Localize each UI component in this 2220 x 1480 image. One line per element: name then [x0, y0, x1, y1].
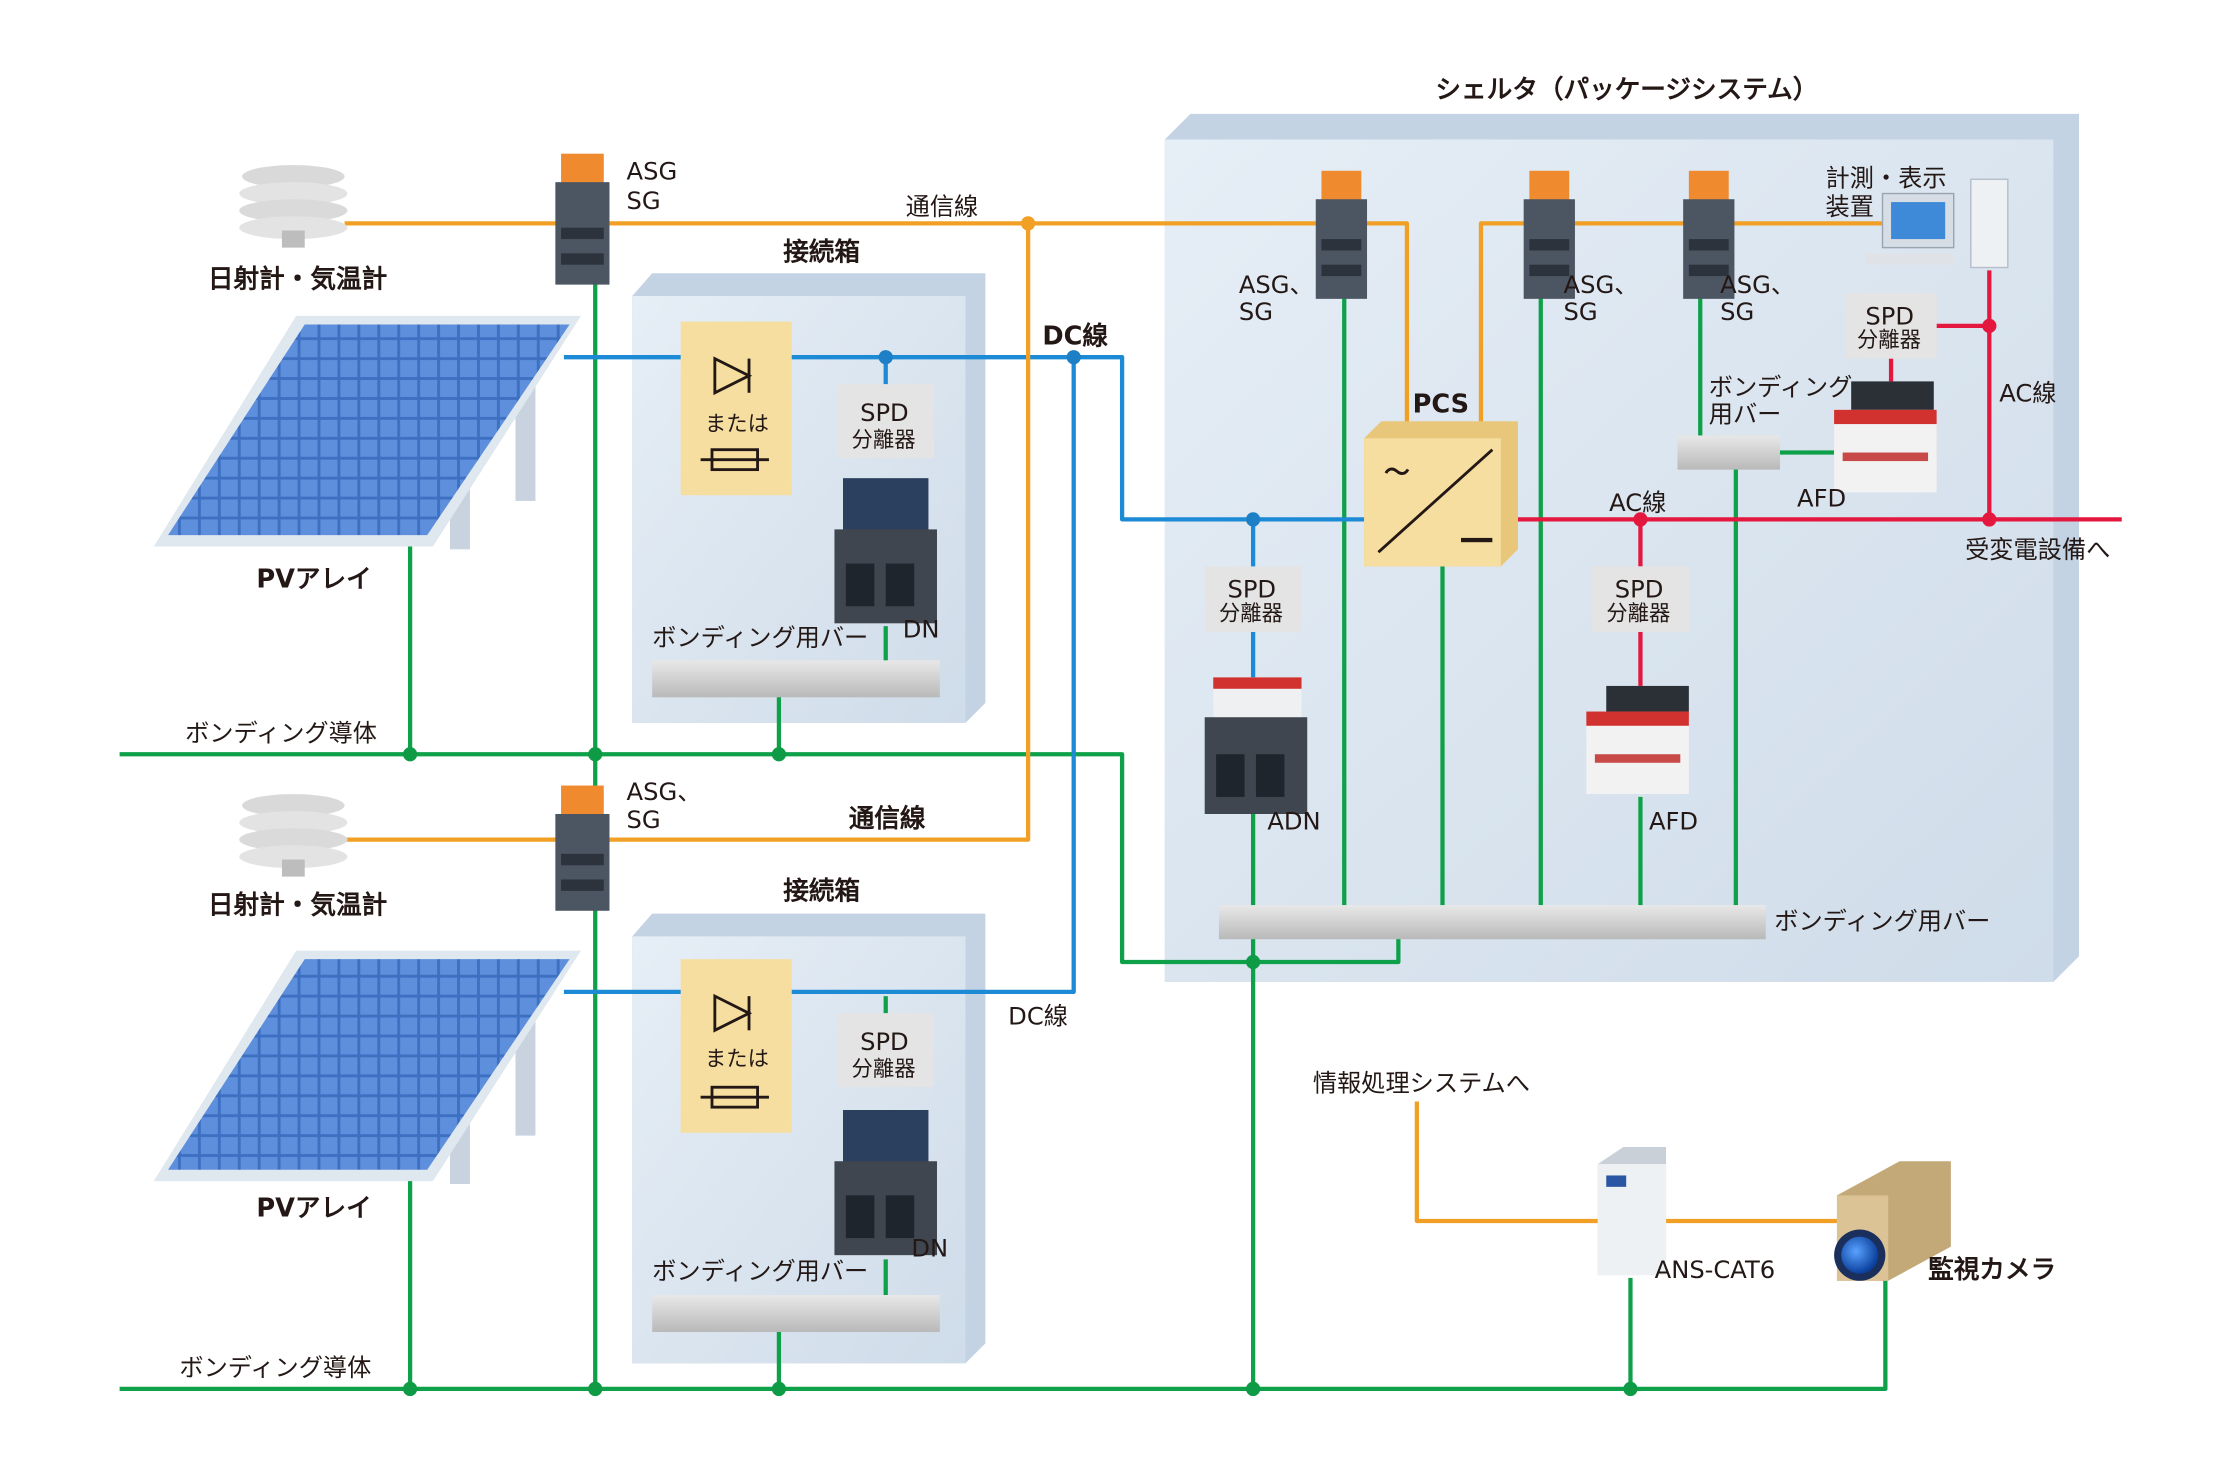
spd-ac-label-1: SPD [1615, 576, 1664, 604]
comm-line-label-top: 通信線 [906, 193, 979, 221]
asg-mid-label-2: SG [627, 806, 661, 834]
asg-device-shelter-1 [1315, 170, 1368, 299]
bonding-bar-top [652, 660, 940, 698]
dn-bottom-label: DN [911, 1235, 948, 1263]
spd-bottom-label-1: SPD [860, 1028, 909, 1056]
to-substation-label: 受変電設備へ [1965, 536, 2110, 564]
spd-ac-right-label-2: 分離器 [1857, 328, 1921, 353]
asg-shelter-2-label-1: ASG、 [1564, 271, 1639, 299]
asg-mid-label-1: ASG、 [627, 778, 702, 806]
ans-cat6-device [1597, 1147, 1667, 1276]
spd-disconnector-box-ac-right [1845, 293, 1937, 359]
or-label-top: または [705, 412, 769, 437]
asg-shelter-3-label-2: SG [1720, 298, 1754, 326]
bonding-bar-bottom-label: ボンディング用バー [652, 1257, 868, 1285]
to-info-system-label: 情報処理システムへ [1313, 1070, 1530, 1098]
adn-device [1204, 677, 1308, 814]
afd-device-right [1834, 381, 1937, 493]
junction-box-top-label: 接続箱 [783, 236, 860, 267]
sensor-bottom-label: 日射計・気温計 [208, 890, 387, 921]
bonding-bar-bottom [652, 1295, 940, 1332]
spd-ac-right-label-1: SPD [1865, 302, 1914, 330]
asg-device-top [555, 153, 610, 285]
asg-device-shelter-3 [1683, 170, 1735, 299]
spd-ac-label-2: 分離器 [1606, 601, 1670, 626]
surveillance-camera [1834, 1161, 1951, 1281]
shelter-title: シェルタ（パッケージシステム） [1435, 75, 1818, 105]
monitor-display-unit [1865, 178, 2009, 269]
bonding-bar-small [1677, 435, 1780, 470]
spd-top-label-1: SPD [860, 399, 909, 427]
spd-dc-label-1: SPD [1227, 576, 1276, 604]
bonding-conductor-label-top: ボンディング導体 [185, 719, 377, 747]
asg-device-mid [555, 785, 610, 911]
asg-shelter-1-label-2: SG [1239, 298, 1273, 326]
pcs-unit [1364, 421, 1518, 567]
asg-shelter-1-label-1: ASG、 [1239, 271, 1314, 299]
ac-line-label-side: AC線 [1999, 379, 2056, 407]
dc-line-label-bottom: DC線 [1008, 1003, 1068, 1031]
pv-array-bottom-label: PVアレイ [256, 1194, 371, 1224]
monitor-label-2: 装置 [1826, 193, 1874, 221]
dn-top-label: DN [903, 616, 940, 644]
or-label-bottom: または [705, 1047, 769, 1072]
monitor-label-1: 計測・表示 [1826, 164, 1947, 192]
pv-array-top [153, 315, 581, 550]
afd-device-mid [1586, 685, 1689, 795]
afd-right-label: AFD [1797, 485, 1846, 513]
sensor-top-label: 日射計・気温計 [208, 263, 387, 294]
adn-label: ADN [1267, 808, 1320, 836]
sensor-top [239, 165, 348, 248]
ac-line-label-main: AC線 [1609, 489, 1666, 517]
pcs-label: PCS [1413, 390, 1470, 420]
dn-device-top [834, 478, 937, 624]
asg-shelter-2-label-2: SG [1564, 298, 1598, 326]
afd-mid-label: AFD [1649, 808, 1698, 836]
spd-top-label-2: 分離器 [852, 428, 916, 453]
dn-device-bottom [834, 1110, 937, 1256]
pcs-ac-symbol: ～ [1384, 458, 1410, 488]
comm-line-label-mid: 通信線 [849, 803, 926, 834]
dc-line-label-top: DC線 [1042, 320, 1108, 351]
asg-device-shelter-2 [1523, 170, 1575, 299]
spd-disconnector-box-top [837, 384, 935, 459]
camera-label: 監視カメラ [1928, 1254, 2056, 1285]
sensor-bottom [239, 794, 348, 877]
pv-array-top-label: PVアレイ [256, 565, 371, 595]
spd-disconnector-box-ac [1592, 566, 1689, 632]
asg-top-label-1: ASG [627, 157, 678, 185]
bonding-bar-shelter-label: ボンディング用バー [1774, 907, 1990, 935]
spd-disconnector-box-bottom [837, 1013, 935, 1088]
bonding-bar-shelter [1218, 905, 1766, 940]
diode-fuse-block-top [680, 321, 792, 496]
junction-box-bottom-label: 接続箱 [783, 875, 860, 906]
ac-wires [1517, 270, 2122, 686]
bonding-conductor-label-bottom: ボンディング導体 [179, 1354, 371, 1382]
diode-fuse-block-bottom [680, 959, 792, 1133]
asg-top-label-2: SG [627, 187, 661, 215]
spd-bottom-label-2: 分離器 [852, 1057, 916, 1082]
bonding-bar-small-label-2: 用バー [1709, 401, 1782, 429]
pv-array-bottom [153, 950, 581, 1184]
bonding-bar-top-label: ボンディング用バー [652, 624, 868, 652]
spd-disconnector-box-dc [1204, 566, 1302, 632]
ans-cat6-label: ANS-CAT6 [1655, 1256, 1775, 1284]
asg-shelter-3-label-1: ASG、 [1720, 271, 1795, 299]
spd-dc-label-2: 分離器 [1219, 601, 1283, 626]
bonding-bar-small-label-1: ボンディング [1709, 374, 1852, 402]
